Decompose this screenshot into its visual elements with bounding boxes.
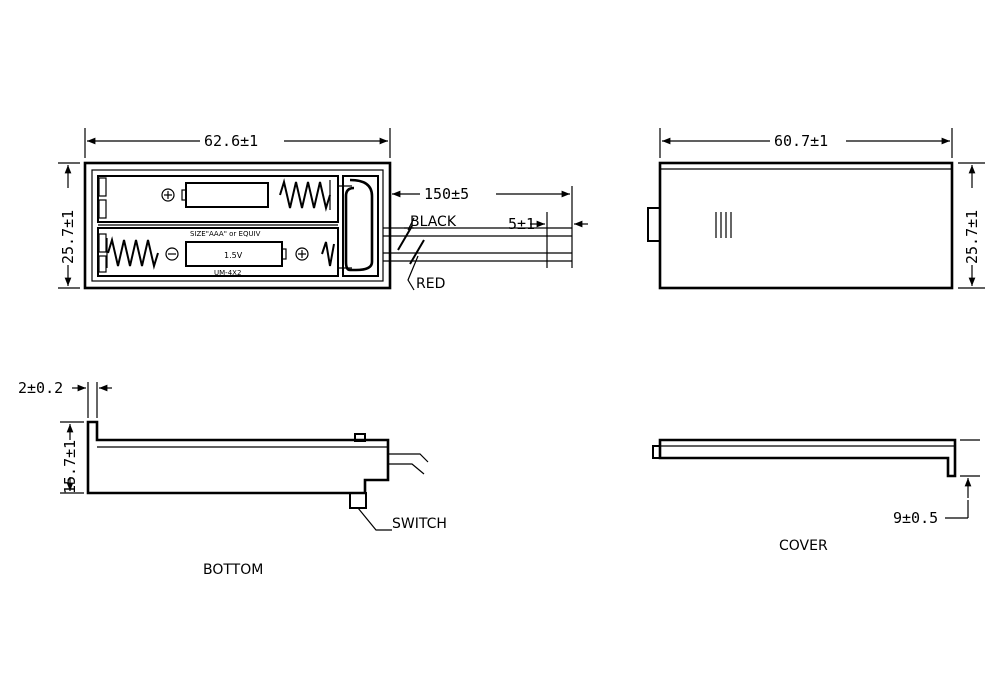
holder-inner-wall	[91, 169, 384, 282]
lower-cell-slot	[97, 227, 339, 277]
cover-view-label: COVER	[779, 538, 828, 554]
battery-size-label: SIZE"AAA" or EQUIV	[190, 230, 261, 238]
cover-outline	[658, 161, 954, 290]
plus-terminal-icon-2	[295, 247, 309, 261]
battery-voltage-label: 1.5V	[224, 251, 243, 260]
holder-outline	[83, 161, 392, 290]
bottom-height-dimension: 25.7±1	[59, 210, 77, 264]
upper-battery	[185, 182, 269, 208]
minus-terminal-icon	[165, 247, 179, 261]
lead-strip-dimension: 5±1	[508, 215, 535, 233]
cover-width-dimension: 60.7±1	[774, 132, 828, 150]
cover-side-dimension: 9±0.5	[893, 509, 938, 527]
bottom-plan-view: SIZE"AAA" or EQUIV 1.5V UM-4X2	[83, 161, 572, 290]
bottom-side-view	[86, 420, 429, 509]
black-wire-label: BLACK	[410, 214, 457, 230]
red-wire-label: RED	[416, 276, 445, 292]
end-contact-strap	[344, 178, 374, 272]
switch-knob	[349, 492, 367, 509]
cover-side-dimensions: 9±0.5 COVER	[779, 439, 980, 554]
lower-spring-icon	[107, 236, 159, 270]
cover-latch	[647, 207, 661, 242]
plus-terminal-icon	[161, 188, 175, 202]
bottom-plan-dimensions: 62.6±1 25.7±1 150±5 5±1 BLACK RED	[58, 128, 588, 292]
bottom-width-dimension: 62.6±1	[204, 132, 258, 150]
cover-height-dimension: 25.7±1	[963, 210, 981, 264]
cover-grip-icon	[715, 212, 732, 238]
battery-model-label: UM-4X2	[214, 269, 241, 277]
switch-callout: SWITCH	[392, 516, 447, 532]
upper-cell-slot	[97, 175, 339, 223]
side-dimensions: 2±0.2 15.7±1 SWITCH BOTTOM	[18, 379, 447, 578]
cover-side-view	[652, 438, 957, 478]
cover-plan-view	[647, 161, 954, 290]
cover-side-latch	[652, 445, 661, 459]
lead-length-dimension: 150±5	[424, 185, 469, 203]
side-height-dimension: 15.7±1	[61, 440, 79, 494]
upper-spring-icon	[279, 178, 331, 212]
side-body	[86, 420, 390, 495]
side-tab	[354, 433, 366, 442]
bottom-view-label: BOTTOM	[203, 562, 263, 578]
wall-thickness-dimension: 2±0.2	[18, 379, 63, 397]
lower-right-spring-icon	[321, 241, 335, 267]
cover-plan-dimensions: 60.7±1 25.7±1	[659, 128, 985, 289]
